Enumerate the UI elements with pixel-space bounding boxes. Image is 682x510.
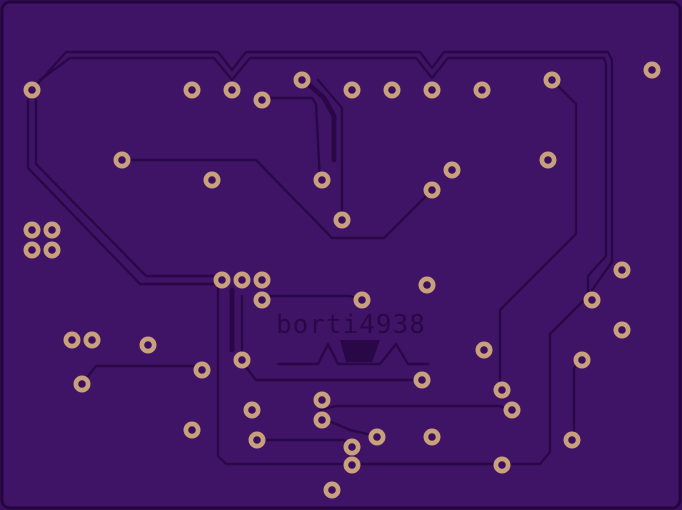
via-pad xyxy=(248,431,266,449)
via-pad xyxy=(253,271,271,289)
via-pad xyxy=(353,291,371,309)
via-pad xyxy=(323,481,341,499)
via-pad xyxy=(333,211,351,229)
via-pad xyxy=(203,171,221,189)
via-pad xyxy=(368,428,386,446)
via-pad xyxy=(539,151,557,169)
via-pad xyxy=(23,81,41,99)
via-pad xyxy=(543,71,561,89)
via-pad xyxy=(139,336,157,354)
via-pad xyxy=(613,261,631,279)
via-pad xyxy=(193,361,211,379)
via-pad xyxy=(233,271,251,289)
via-pad xyxy=(23,221,41,239)
via-pad xyxy=(503,401,521,419)
via-pad xyxy=(63,331,81,349)
via-pad xyxy=(213,271,231,289)
via-pad xyxy=(343,81,361,99)
via-pad xyxy=(418,276,436,294)
via-pad xyxy=(183,81,201,99)
via-pad xyxy=(343,438,361,456)
via-pad xyxy=(73,375,91,393)
via-pad xyxy=(83,331,101,349)
via-pad xyxy=(43,241,61,259)
via-pad xyxy=(473,81,491,99)
via-pad xyxy=(253,291,271,309)
copper-traces xyxy=(26,50,614,466)
via-pad xyxy=(313,411,331,429)
via-pad xyxy=(573,351,591,369)
via-pad xyxy=(113,151,131,169)
via-pad xyxy=(23,241,41,259)
via-pad xyxy=(423,181,441,199)
via-pad xyxy=(243,401,261,419)
via-pad xyxy=(343,456,361,474)
via-pad xyxy=(475,341,493,359)
via-pad xyxy=(233,351,251,369)
via-pad xyxy=(253,91,271,109)
via-pad xyxy=(313,171,331,189)
silkscreen-logo: borti4938 xyxy=(276,310,430,366)
pads-group xyxy=(23,61,661,499)
via-pad xyxy=(383,81,401,99)
via-pad xyxy=(563,431,581,449)
via-pad xyxy=(423,81,441,99)
via-pad xyxy=(43,221,61,239)
via-pad xyxy=(413,371,431,389)
via-pad xyxy=(423,428,441,446)
silkscreen-text: borti4938 xyxy=(276,310,426,340)
via-pad xyxy=(493,456,511,474)
via-pad xyxy=(293,71,311,89)
via-pad xyxy=(583,291,601,309)
via-pad xyxy=(443,161,461,179)
via-pad xyxy=(223,81,241,99)
via-pad xyxy=(183,421,201,439)
via-pad xyxy=(313,391,331,409)
via-pad xyxy=(613,321,631,339)
via-pad xyxy=(643,61,661,79)
via-pad xyxy=(493,381,511,399)
